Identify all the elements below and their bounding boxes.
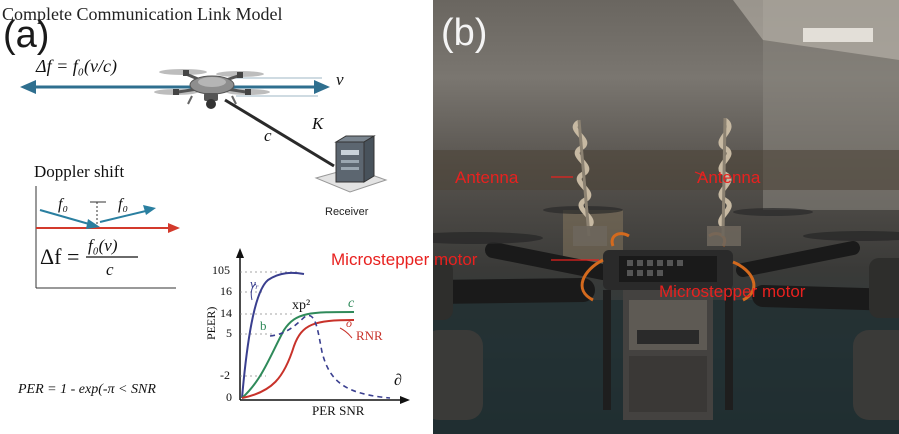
antenna-right	[718, 117, 732, 237]
curve-vr	[241, 271, 305, 399]
panel-b-photo: (b) Antenna Antenna Microstepper motor M…	[433, 0, 899, 434]
link-label-k: K	[312, 114, 324, 133]
chart-gridlines	[240, 271, 300, 377]
drone-illustration	[154, 69, 270, 109]
motor-left-label-overlay: Microstepper motor	[331, 250, 478, 269]
velocity-arrow	[20, 77, 330, 97]
annotation-xp2: xp²	[292, 298, 311, 313]
doppler-box	[35, 186, 180, 289]
panel-a: Complete Communication Link Model (a) Δf…	[0, 0, 432, 434]
annotation-b: b	[260, 318, 267, 333]
doppler-title: Doppler shift	[34, 162, 125, 181]
chart-ytick: 0	[226, 390, 232, 404]
link-line	[224, 98, 335, 168]
per-snr-chart	[236, 248, 410, 404]
curve-rnr	[241, 319, 355, 399]
link-label-c: c	[264, 126, 272, 145]
f0-left-label: f₀	[58, 196, 69, 213]
per-formula: PER = 1 - exp(-π < SNR	[18, 382, 156, 397]
chart-ytick: 105	[212, 263, 230, 277]
rnr-pointer	[339, 327, 353, 339]
doppler-formula-top: Δf = f₀(v/c)	[36, 56, 117, 76]
antenna-left-label: Antenna	[455, 168, 519, 187]
motor-pods	[433, 258, 899, 420]
annotation-o: o	[346, 316, 352, 330]
hexacopter-photo	[433, 0, 899, 434]
annotation-vr: vᵣ	[250, 276, 259, 291]
chart-ytick: 14	[220, 306, 232, 320]
annotation-c: c	[348, 296, 355, 311]
vr-pointer	[250, 283, 257, 301]
chart-ytick: 16	[220, 284, 232, 298]
annotation-rnr: RNR	[356, 328, 383, 343]
f0-right-label: f₀	[118, 196, 129, 213]
chart-xlabel: PER SNR	[312, 403, 365, 418]
doppler-eq-denominator: c	[106, 260, 114, 279]
curve-dashed	[269, 314, 391, 399]
velocity-label: v	[336, 70, 344, 89]
panel-b-letter: (b)	[441, 12, 488, 54]
chart-end-label: ∂	[394, 372, 402, 389]
link-model-diagram	[20, 69, 410, 404]
chart-ylabel: PEER)	[204, 306, 218, 340]
doppler-eq-lhs: Δf =	[40, 244, 80, 269]
antenna-left	[572, 119, 594, 237]
receiver-label: Receiver	[325, 206, 369, 218]
chart-ytick: -2	[220, 368, 230, 382]
label-leader-lines	[551, 171, 706, 261]
receiver-icon	[314, 135, 388, 193]
curve-c	[241, 311, 355, 399]
antenna-right-label: Antenna	[697, 168, 761, 187]
doppler-eq-numerator: f₀(v)	[88, 236, 118, 255]
panel-a-title: Complete Communication Link Model	[2, 4, 283, 24]
panel-a-letter: (a)	[3, 14, 50, 56]
chart-ytick: 5	[226, 326, 232, 340]
motor-right-label: Microstepper motor	[659, 282, 806, 301]
